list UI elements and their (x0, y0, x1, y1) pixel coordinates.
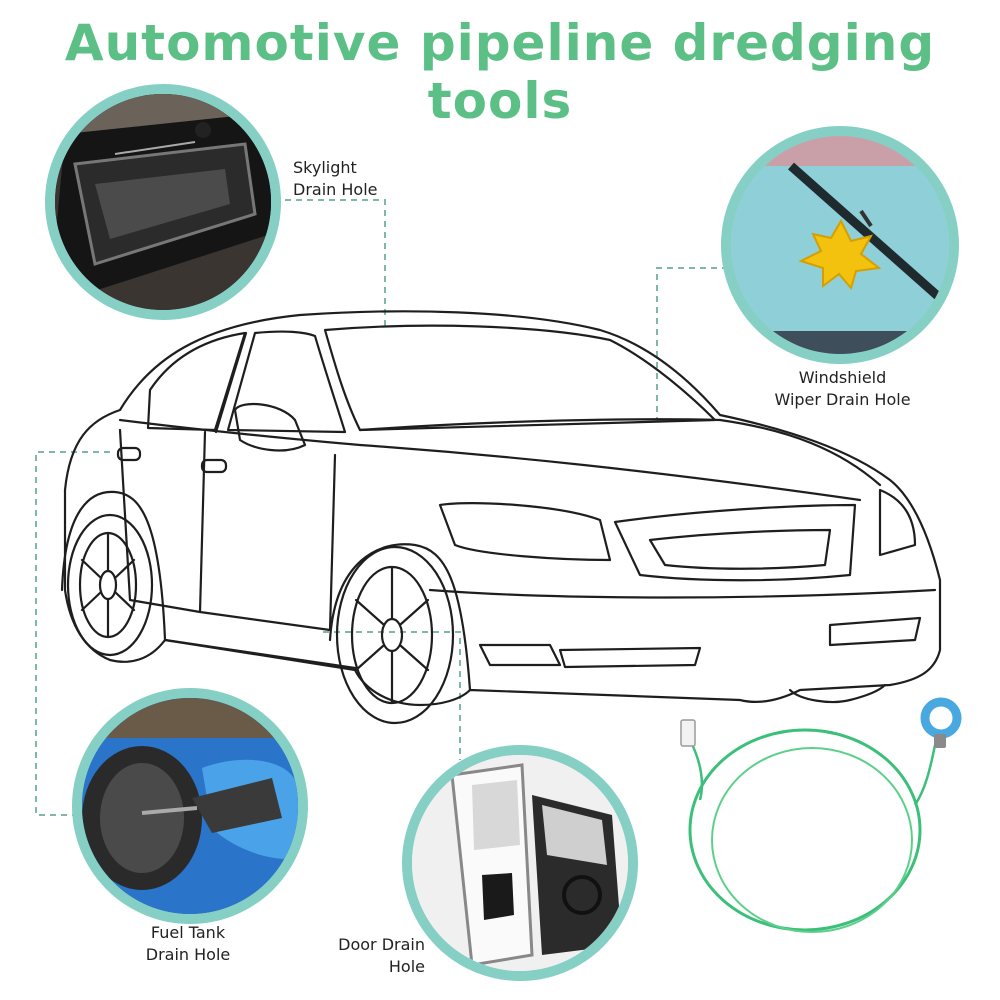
car-rear-wheel (66, 513, 154, 657)
car-door-handle-rear (116, 446, 142, 462)
car-windshield (323, 324, 717, 432)
car-bumper (428, 588, 937, 599)
car-front-window (226, 330, 347, 434)
car-door-handle-front (200, 458, 228, 474)
label-windshield-line2: Wiper Drain Hole (774, 390, 911, 409)
car-mirror (233, 403, 307, 452)
tool-coil-1 (688, 728, 922, 932)
tool-tip (680, 719, 696, 747)
car-grille (613, 503, 857, 582)
car-outline (60, 310, 942, 725)
car-headlight-right (878, 488, 917, 557)
page-title: Automotive pipeline dredging tools (64, 14, 936, 130)
fuel-cap-icon (82, 698, 298, 914)
label-windshield: Windshield Wiper Drain Hole (770, 367, 915, 411)
label-windshield-line1: Windshield (798, 368, 887, 387)
car-front-wheel (335, 545, 455, 725)
car-beltline (118, 418, 862, 502)
label-door-line1: Door Drain (338, 935, 425, 954)
label-skylight: Skylight Drain Hole (293, 157, 377, 201)
car-fog-right (828, 616, 922, 647)
car-rear-arch (60, 490, 167, 642)
label-door-line2: Hole (388, 957, 425, 976)
tool-coil-2 (711, 747, 913, 933)
skylight-photo (45, 84, 281, 320)
car-door-front (198, 430, 337, 632)
car-fog-left (478, 643, 562, 667)
tool-ring (920, 697, 962, 739)
tool-ring-clip (934, 734, 946, 748)
fuel-tank-photo (72, 688, 308, 924)
wiper-leaf-icon (731, 136, 949, 354)
label-fuel-line2: Drain Hole (145, 945, 231, 964)
car-lower-intake (558, 646, 702, 669)
car-hood (358, 418, 882, 487)
car-b-pillar (214, 331, 248, 434)
label-fuel: Fuel Tank Drain Hole (138, 922, 238, 966)
label-door: Door Drain Hole (335, 934, 425, 978)
leader-door (323, 631, 461, 760)
door-photo (402, 745, 638, 981)
windshield-photo (721, 126, 959, 364)
sunroof-icon (55, 94, 271, 310)
leader-skylight (285, 199, 386, 328)
car-front-arch (328, 543, 472, 692)
car-rear-window (146, 331, 247, 432)
drain-tool (680, 697, 962, 933)
tool-wire-handle (913, 744, 937, 806)
leader-windshield (656, 267, 728, 420)
car-rocker (163, 638, 357, 670)
car-front-right-wheel (788, 683, 887, 704)
car-headlight (438, 502, 612, 562)
car-door-rear (118, 428, 202, 614)
label-skylight-line2: Drain Hole (293, 180, 378, 199)
car-grille-inner (648, 528, 832, 570)
label-fuel-line1: Fuel Tank (150, 923, 226, 942)
car-door-icon (412, 755, 628, 971)
label-skylight-line1: Skylight (293, 158, 357, 177)
